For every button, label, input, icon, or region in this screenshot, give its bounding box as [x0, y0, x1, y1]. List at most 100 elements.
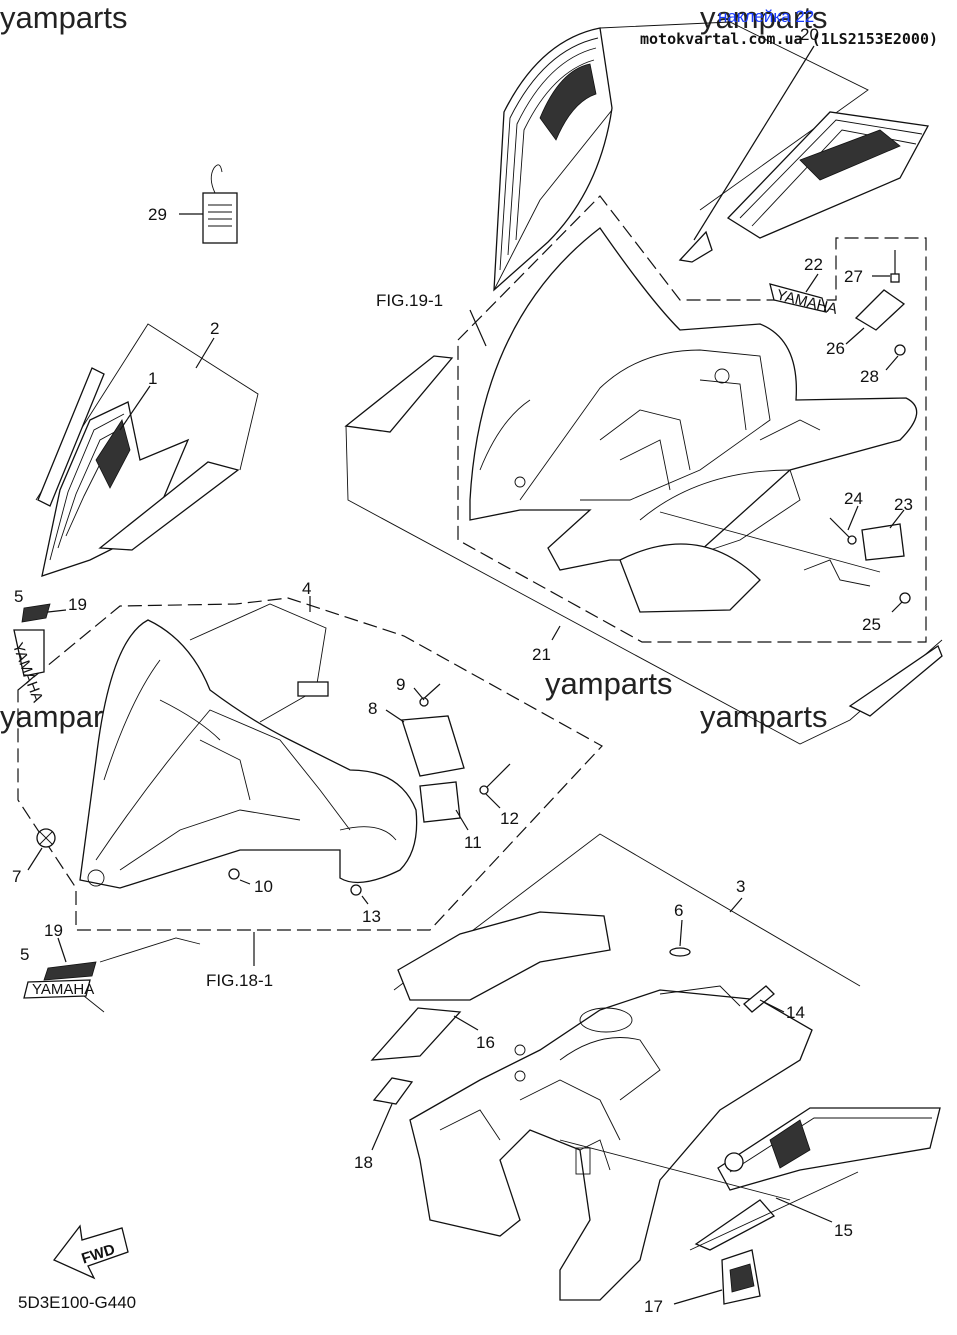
part-2-outline — [35, 323, 259, 501]
callout-26: 26 — [826, 339, 845, 358]
part-18-decal — [372, 1077, 414, 1105]
side-cover-body — [409, 985, 813, 1301]
part-29-tag — [179, 164, 238, 244]
part-5-19-emblems-lower: YAMAHA — [23, 961, 97, 999]
part-5-19-emblems-upper: YAMAHA — [9, 603, 51, 705]
leader-fig19 — [469, 309, 487, 347]
callout-16: 16 — [476, 1033, 495, 1052]
part-11-plate — [419, 781, 461, 823]
leader-2 — [195, 337, 215, 369]
callout-20: 20 — [800, 25, 819, 44]
callout-11: 11 — [464, 833, 482, 852]
leader-side-cover — [559, 1139, 791, 1201]
leader-14 — [759, 999, 785, 1013]
part-27-bolt — [890, 250, 900, 283]
callout-2: 2 — [210, 319, 219, 338]
callout-6: 6 — [674, 901, 683, 920]
part-9-screw — [419, 683, 441, 707]
leader-22 — [805, 273, 819, 293]
callout-25: 25 — [862, 615, 881, 634]
part-22-emblem: YAMAHA — [769, 283, 839, 318]
rear-decal-left — [344, 355, 454, 433]
leader-19-lower — [57, 937, 67, 963]
lower-emblem-outline — [99, 937, 201, 963]
header-link[interactable]: наклейка 22 — [718, 7, 814, 26]
leader-1 — [119, 385, 151, 431]
part-1-front-decal — [37, 367, 240, 577]
leader-7 — [27, 847, 43, 871]
part-17-decal — [721, 1249, 761, 1305]
leader-25 — [891, 601, 903, 613]
callout-28: 28 — [860, 367, 879, 386]
leader-15 — [775, 1197, 833, 1223]
leader-17 — [673, 1289, 723, 1305]
part-4-outline — [189, 603, 327, 723]
leader-11 — [455, 809, 469, 831]
part-10-nut — [228, 868, 240, 880]
rear-fender-group-box — [457, 195, 927, 643]
part-24-screw — [829, 517, 857, 545]
fig-ref-18-1: FIG.18-1 — [206, 971, 273, 990]
part-28-nut — [894, 344, 906, 356]
callout-29: 29 — [148, 205, 167, 224]
rear-fender-body — [469, 227, 918, 613]
callout-13: 13 — [362, 907, 381, 926]
leader-10 — [239, 879, 251, 885]
callout-3: 3 — [736, 877, 745, 896]
leader-20 — [693, 45, 815, 241]
part-16-decals — [370, 911, 611, 1061]
watermark-center: yamparts — [545, 666, 672, 701]
callout-14: 14 — [786, 1003, 805, 1022]
callout-9: 9 — [396, 675, 405, 694]
leader-18 — [371, 1103, 393, 1151]
watermark-right: yamparts — [700, 699, 827, 734]
callout-12: 12 — [500, 809, 519, 828]
part-23-plate — [861, 523, 905, 561]
part-25-nut — [899, 592, 911, 604]
leader-13 — [361, 895, 369, 905]
fwd-arrow: FWD — [52, 1224, 129, 1280]
leader-23 — [889, 509, 905, 529]
callout-17: 17 — [644, 1297, 663, 1316]
part-7-emblem — [36, 828, 56, 848]
callout-19-lower: 19 — [44, 921, 63, 940]
callout-5-lower: 5 — [20, 945, 29, 964]
callout-8: 8 — [368, 699, 377, 718]
leader-26 — [845, 327, 865, 345]
leader-8 — [385, 709, 405, 723]
part-14-strip — [743, 985, 775, 1013]
callout-15: 15 — [834, 1221, 853, 1240]
leader-9 — [413, 687, 425, 701]
watermark-top-right: yamparts — [700, 0, 827, 35]
part-8-plate — [401, 715, 465, 777]
callout-5-upper: 5 — [14, 587, 23, 606]
part-26-plate — [854, 289, 906, 331]
rear-zigzag — [803, 559, 871, 587]
leader-rear-decal — [659, 511, 881, 573]
front-fender-group-box — [17, 597, 603, 931]
callout-1: 1 — [148, 369, 157, 388]
callout-18: 18 — [354, 1153, 373, 1172]
front-fender-body — [79, 619, 418, 889]
part-20-side-decals — [493, 21, 930, 292]
callout-19-upper: 19 — [68, 595, 87, 614]
leader-3 — [729, 897, 743, 913]
callout-21: 21 — [532, 645, 551, 664]
lower-emblem-outline-2 — [83, 995, 105, 1013]
leader-24 — [847, 505, 859, 531]
part-13-nut — [350, 884, 362, 896]
callout-22: 22 — [804, 255, 823, 274]
callout-4: 4 — [302, 579, 311, 598]
callout-27: 27 — [844, 267, 863, 286]
callout-7: 7 — [12, 867, 21, 886]
part-15-decal — [694, 1107, 941, 1251]
leader-28 — [885, 355, 899, 371]
header-site: motokvartal.com.ua (1LS2153E2000) — [640, 30, 938, 48]
watermark-top-left: yamparts — [0, 0, 127, 35]
part-15-outline — [689, 1171, 859, 1251]
part-12-screw — [479, 763, 511, 795]
callout-24: 24 — [844, 489, 863, 508]
leader-6 — [679, 919, 683, 947]
part-4-piece — [297, 681, 329, 697]
